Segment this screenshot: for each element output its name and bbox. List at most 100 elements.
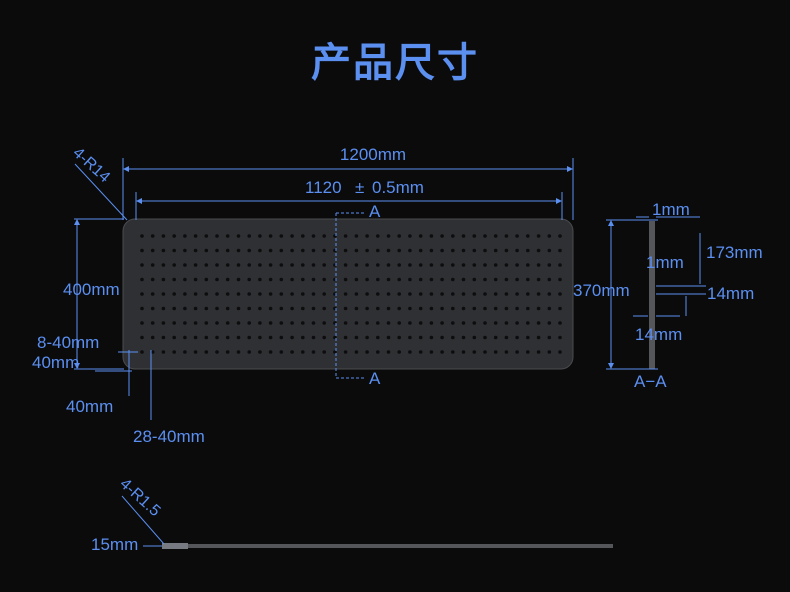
peg-hole (397, 335, 402, 340)
peg-hole (547, 248, 552, 253)
peg-hole (322, 306, 327, 311)
peg-hole (376, 263, 380, 267)
section-thickness-mid: 1mm (646, 253, 684, 272)
peg-hole (515, 335, 519, 340)
peg-hole (290, 335, 294, 340)
side-thickness-label: 15mm (91, 535, 138, 554)
peg-hole (472, 277, 477, 282)
peg-hole (193, 248, 198, 253)
corner-radius-leader (74, 163, 128, 221)
peg-hole (418, 321, 423, 325)
peg-hole (547, 306, 552, 311)
peg-hole (354, 277, 359, 282)
peg-hole (558, 292, 562, 296)
peg-hole (429, 306, 434, 311)
peg-hole (247, 234, 251, 238)
peg-hole (386, 248, 391, 253)
peg-hole (408, 321, 412, 325)
peg-hole (301, 277, 305, 282)
peg-hole (225, 234, 230, 238)
hole-span-value: 1120 (305, 178, 342, 197)
peg-hole (451, 248, 455, 253)
section-line (335, 212, 365, 379)
peg-hole (429, 234, 434, 238)
peg-hole (301, 335, 305, 340)
peg-hole (225, 263, 230, 267)
peg-hole (343, 350, 348, 354)
peg-hole (258, 248, 262, 253)
overall-width-label: 1200mm (340, 145, 406, 164)
peg-hole (526, 263, 530, 267)
peg-hole (558, 321, 562, 325)
peg-hole (451, 306, 455, 311)
peg-hole (215, 350, 219, 354)
peg-hole (225, 335, 230, 340)
peg-hole (215, 234, 219, 238)
peg-hole (258, 234, 262, 238)
peg-hole (236, 248, 241, 253)
peg-hole (258, 350, 262, 354)
peg-hole (150, 306, 155, 311)
peg-hole (461, 234, 466, 238)
peg-hole (150, 277, 155, 282)
peg-hole (354, 350, 359, 354)
peg-hole (236, 335, 241, 340)
peg-hole (268, 292, 273, 296)
peg-hole (483, 234, 487, 238)
peg-hole (215, 263, 219, 267)
peg-hole (440, 292, 444, 296)
dim-overall-width (122, 158, 574, 220)
peg-hole (493, 263, 498, 267)
peg-hole (215, 277, 219, 282)
peg-hole (343, 306, 348, 311)
peg-hole (268, 335, 273, 340)
peg-hole (354, 234, 359, 238)
peg-hole (547, 292, 552, 296)
peg-hole (365, 335, 369, 340)
peg-hole (268, 321, 273, 325)
peg-hole (343, 277, 348, 282)
peg-hole (193, 263, 198, 267)
peg-hole (547, 277, 552, 282)
peg-hole (397, 306, 402, 311)
peg-hole (504, 248, 509, 253)
dim-height (74, 218, 124, 370)
peg-hole (515, 350, 519, 354)
peg-hole (322, 248, 327, 253)
peg-hole (258, 277, 262, 282)
peg-hole (504, 234, 509, 238)
peg-hole (279, 263, 284, 267)
peg-hole (204, 248, 209, 253)
peg-hole (451, 350, 455, 354)
peg-hole (311, 277, 316, 282)
peg-hole (386, 350, 391, 354)
peg-hole (418, 306, 423, 311)
peg-hole (322, 350, 327, 354)
peg-hole (418, 248, 423, 253)
peg-hole (536, 234, 541, 238)
peg-hole (418, 234, 423, 238)
peg-hole (376, 277, 380, 282)
side-profile (162, 544, 613, 548)
peg-hole (365, 248, 369, 253)
peg-hole (183, 263, 187, 267)
peg-hole (193, 277, 198, 282)
peg-hole (225, 350, 230, 354)
peg-hole (301, 234, 305, 238)
peg-hole (290, 263, 294, 267)
peg-hole (408, 234, 412, 238)
peg-hole (183, 321, 187, 325)
section-mark-bottom: A (369, 369, 381, 388)
peg-hole (493, 248, 498, 253)
peg-hole (183, 277, 187, 282)
peg-hole (483, 350, 487, 354)
peg-hole (440, 263, 444, 267)
peg-hole (225, 292, 230, 296)
peg-hole (397, 234, 402, 238)
peg-hole (247, 350, 251, 354)
peg-hole (258, 335, 262, 340)
peg-hole (483, 292, 487, 296)
peg-hole (461, 321, 466, 325)
peg-hole (204, 321, 209, 325)
peg-hole (279, 350, 284, 354)
